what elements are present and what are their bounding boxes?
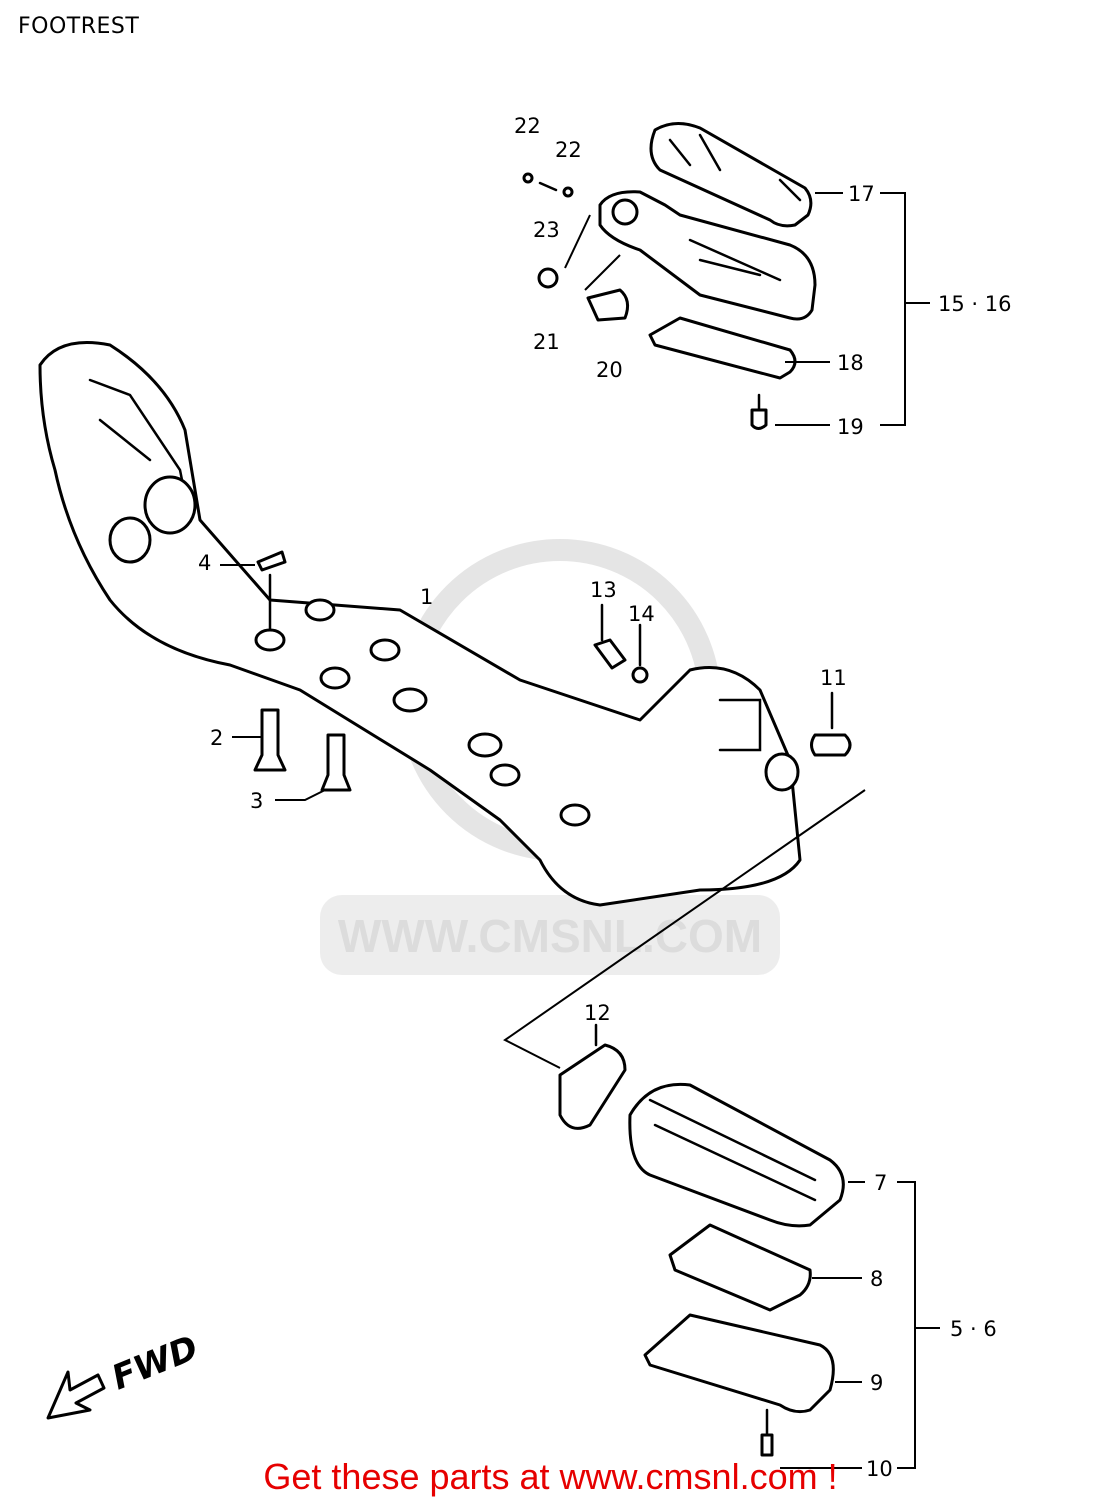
- footer-link[interactable]: Get these parts at www.cmsnl.com !: [263, 1456, 838, 1497]
- callout-23: 23: [533, 218, 560, 242]
- part-13-bolt: [593, 603, 627, 670]
- part-23-spring: [538, 181, 558, 192]
- part-7-front-footrest: [628, 1082, 865, 1228]
- part-18-plate: [648, 316, 797, 380]
- part-17-rubber: [649, 122, 813, 228]
- part-22-ball: [522, 172, 574, 198]
- part-10-screw: [760, 1408, 862, 1469]
- part-1-bracket: [38, 341, 802, 907]
- part-4-clip: [220, 550, 287, 632]
- callout-9: 9: [870, 1371, 883, 1395]
- part-14-washer: [631, 623, 649, 684]
- callout-12: 12: [584, 1001, 611, 1025]
- group-label-5-6: 5 · 6: [950, 1317, 997, 1341]
- part-8-plate: [668, 1223, 862, 1312]
- callout-3: 3: [250, 789, 263, 813]
- group-label-15-16: 15 · 16: [938, 292, 1011, 316]
- callout-19: 19: [837, 415, 864, 439]
- callout-7: 7: [874, 1171, 887, 1195]
- page-title: FOOTREST: [18, 14, 140, 39]
- part-9-rubber: [643, 1313, 862, 1414]
- callout-18: 18: [837, 351, 864, 375]
- callout-2: 2: [210, 726, 223, 750]
- part-19-screw: [750, 393, 768, 430]
- callout-13: 13: [590, 578, 617, 602]
- callout-1: 1: [420, 585, 433, 609]
- callout-11: 11: [820, 666, 847, 690]
- part-15-rear-footrest: [598, 190, 817, 321]
- watermark-text: WWW.CMSNL.COM: [338, 910, 762, 962]
- part-20-pivot-pin: [586, 288, 630, 322]
- fwd-label: FWD: [106, 1328, 203, 1398]
- callout-17: 17: [848, 182, 875, 206]
- callout-20: 20: [596, 358, 623, 382]
- callout-10: 10: [866, 1457, 893, 1481]
- part-11-cap: [810, 691, 852, 757]
- part-2-bolt: [232, 708, 287, 772]
- callout-14: 14: [628, 602, 655, 626]
- fwd-arrow-icon: [46, 1370, 106, 1420]
- callout-8: 8: [870, 1267, 883, 1291]
- part-3-bolt: [275, 733, 352, 801]
- callout-22b: 22: [555, 138, 582, 162]
- callout-4: 4: [198, 551, 211, 575]
- part-12-plate: [558, 1023, 627, 1130]
- callout-21: 21: [533, 330, 560, 354]
- part-21-washer: [537, 267, 559, 289]
- callout-22a: 22: [514, 114, 541, 138]
